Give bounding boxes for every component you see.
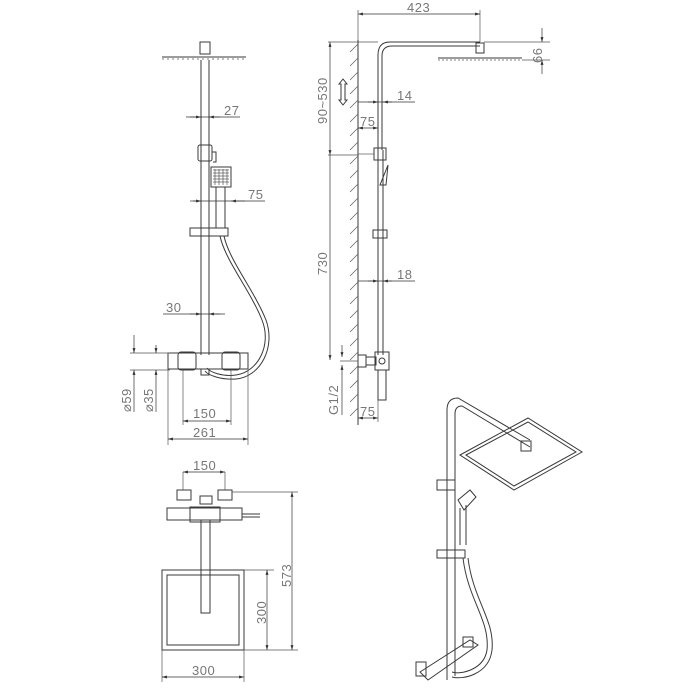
dim-body-width: 261 [193,425,217,440]
top-view [161,470,298,682]
dim-wall-offset-upper: 75 [360,114,376,129]
dim-pipe-width: 27 [224,103,240,118]
side-view [328,10,550,425]
front-view [130,41,270,445]
dim-height-adjust: 90~530 [315,77,330,124]
dim-inlet-spacing: 150 [193,406,217,421]
dim-body-inner: ⌀35 [141,388,156,412]
dim-pipe-diameter-upper: 14 [397,88,413,103]
isometric-view [415,397,583,681]
dim-wall-offset-lower: 75 [360,404,376,419]
dim-pipe-diameter-lower: 18 [397,267,413,282]
dim-lower-pipe-width: 30 [166,300,182,315]
dim-head-depth: 300 [254,600,269,624]
dim-arm-reach: 423 [407,0,431,15]
dim-body-outer: ⌀59 [119,388,134,412]
dim-inlet-thread: G1/2 [326,384,341,415]
dim-head-height: 66 [530,47,545,63]
dim-top-inlet-spacing: 150 [193,458,217,473]
dim-head-width: 300 [192,663,216,678]
dim-total-depth: 573 [279,563,294,587]
dim-rail-length: 730 [315,251,330,275]
dim-handshower-width: 75 [248,187,264,202]
